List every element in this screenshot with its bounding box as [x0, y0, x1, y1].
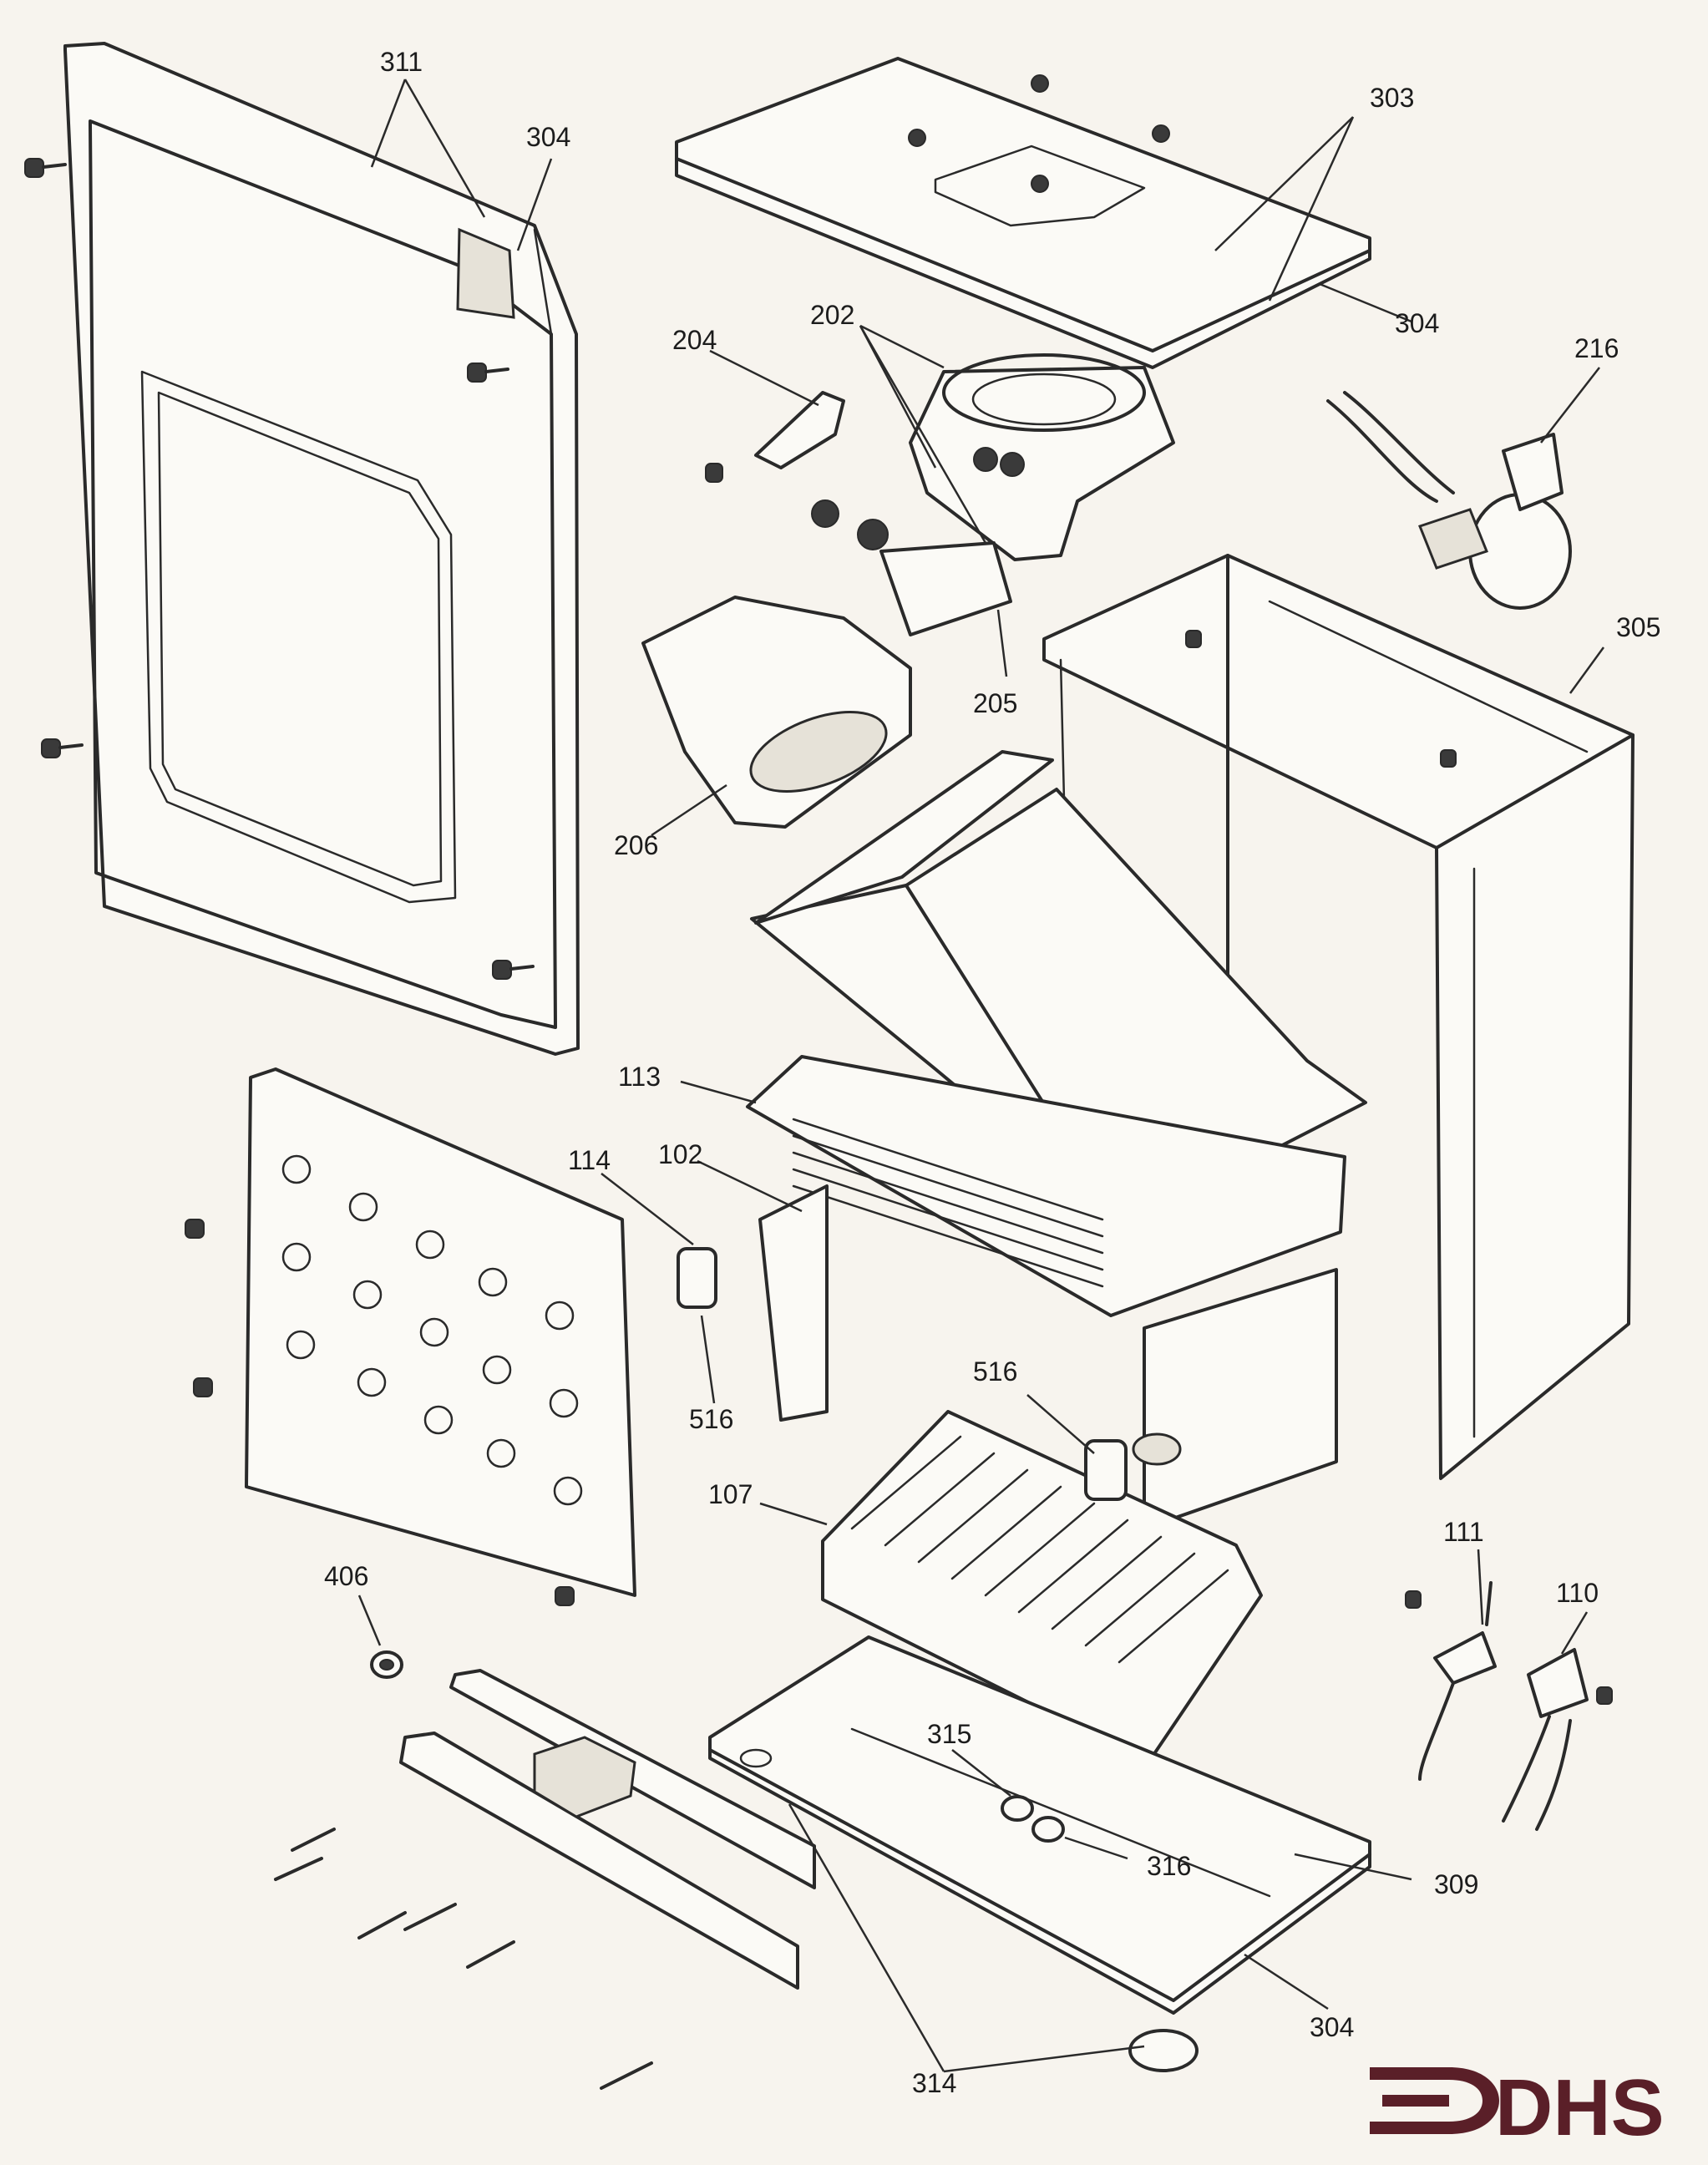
leader-lines: [357, 79, 1605, 2073]
burner-blades: [850, 1435, 1229, 1664]
callout-516-mid: 516: [973, 1356, 1017, 1387]
callout-216: 216: [1574, 333, 1619, 363]
callout-113: 113: [618, 1062, 661, 1092]
dhs-logo-text: DHS: [1495, 2063, 1665, 2152]
dhs-logo-mark: [1370, 2067, 1499, 2134]
callout-114: 114: [568, 1145, 611, 1175]
callout-304-lid: 304: [1395, 308, 1439, 338]
callout-111: 111: [1443, 1517, 1484, 1547]
heat-exchanger: [746, 1055, 1346, 1530]
top-lid: [675, 57, 1371, 369]
lower-trim-rails: [274, 1669, 816, 2090]
callout-110: 110: [1556, 1578, 1599, 1608]
heat-exchanger-fins: [792, 1118, 1104, 1288]
callout-315: 315: [927, 1719, 971, 1749]
callout-206: 206: [614, 830, 658, 860]
callout-107: 107: [708, 1479, 753, 1509]
callout-314: 314: [912, 2068, 956, 2098]
callout-316: 316: [1147, 1851, 1191, 1881]
door-screws: [24, 158, 535, 980]
callout-305: 305: [1616, 612, 1660, 642]
callout-102: 102: [658, 1139, 702, 1169]
callout-205: 205: [973, 688, 1017, 718]
callout-304-door: 304: [526, 122, 570, 152]
fan-assembly: [641, 541, 1012, 829]
insulation-holes: [281, 1154, 583, 1506]
callout-406: 406: [324, 1561, 368, 1591]
callout-304-base: 304: [1310, 2012, 1354, 2042]
callout-303: 303: [1370, 83, 1414, 113]
callouts: 311 304 303 304 202 204 216 305 205 206 …: [324, 47, 1660, 2098]
callout-202: 202: [810, 300, 854, 330]
front-door-panel: [63, 42, 580, 1056]
insulation-panel: [185, 1067, 636, 1606]
callout-311: 311: [380, 47, 423, 77]
callout-516-left: 516: [689, 1404, 733, 1434]
callout-204: 204: [672, 325, 717, 355]
callout-309: 309: [1434, 1869, 1478, 1899]
base-tray: [708, 1635, 1371, 2072]
dhs-logo: DHS: [1370, 2063, 1665, 2152]
clip-516-left: [677, 1247, 717, 1309]
burner-assembly: [821, 1410, 1263, 1764]
bracket-204: [705, 391, 845, 483]
electrode-assembly: [1405, 1581, 1613, 1831]
pressure-switch: [1326, 391, 1572, 610]
grommet-406: [370, 1650, 403, 1679]
flue-hood: [811, 353, 1175, 561]
trim-screws: [274, 1828, 653, 2090]
